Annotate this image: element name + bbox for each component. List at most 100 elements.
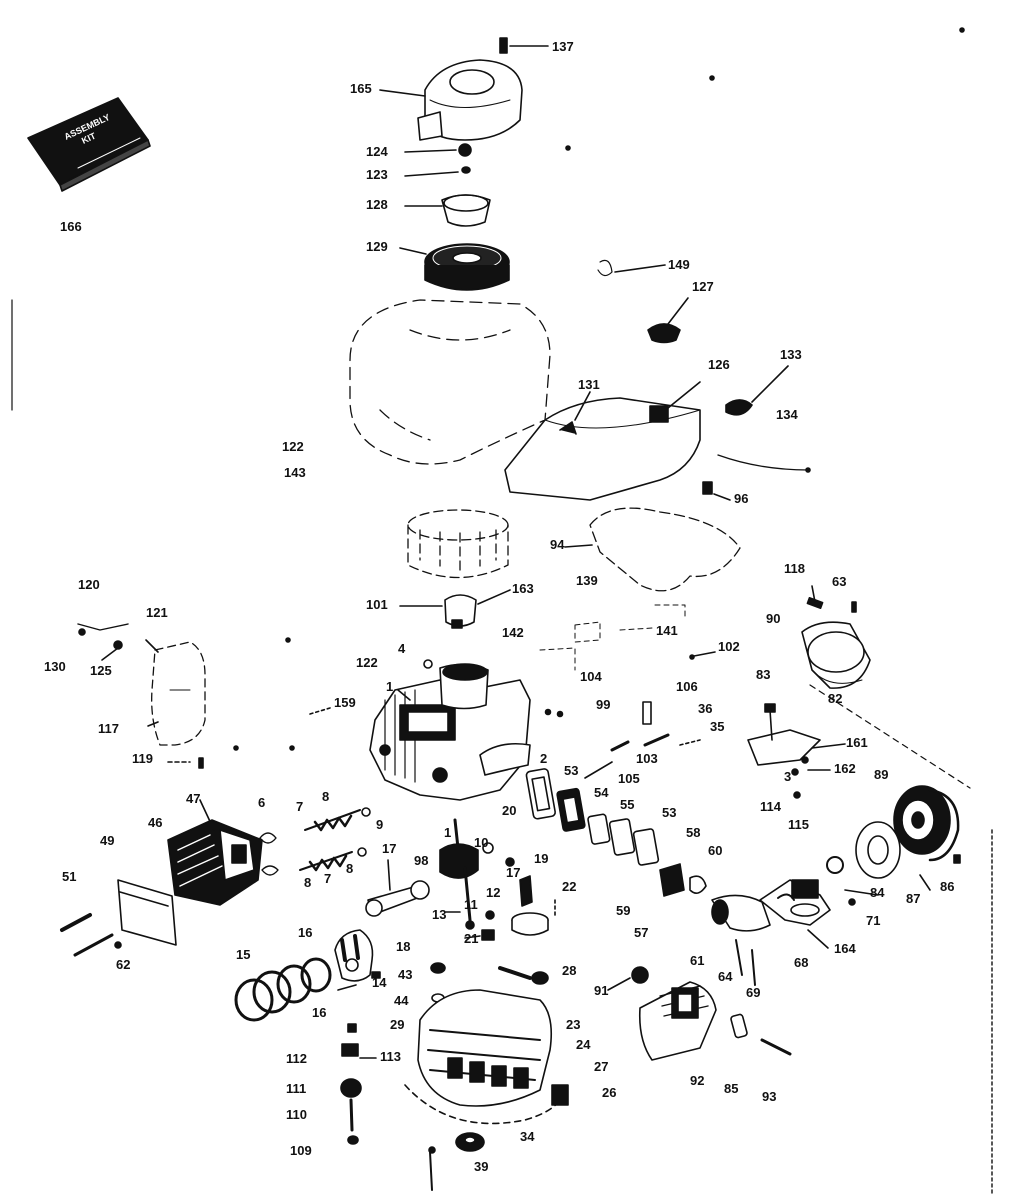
callout-120: 120: [78, 577, 100, 592]
callout-39: 39: [474, 1159, 489, 1174]
piston-rings-part: [234, 957, 332, 1022]
callout-115: 115: [788, 817, 809, 832]
callout-21: 21: [464, 931, 479, 946]
callout-163: 163: [512, 581, 534, 596]
callout-62: 62: [116, 957, 131, 972]
crankcase-base-part: [404, 989, 566, 1125]
callout-126: 126: [708, 357, 730, 372]
callout-134: 134: [776, 407, 798, 422]
callout-131: 131: [578, 377, 600, 392]
callout-18: 18: [396, 939, 411, 954]
callout-36: 36: [698, 701, 713, 716]
callout-27: 27: [594, 1059, 609, 1074]
callout-24: 24: [576, 1037, 591, 1052]
callout-3: 3: [784, 769, 792, 784]
callout-9: 9: [376, 817, 384, 832]
callout-112: 112: [286, 1051, 307, 1066]
callout-109: 109: [290, 1143, 312, 1158]
callout-49: 49: [100, 833, 115, 848]
callout-15: 15: [236, 947, 251, 962]
callout-122-top: 122: [282, 439, 304, 454]
callout-94: 94: [550, 537, 565, 552]
callout-143: 143: [284, 465, 306, 480]
callout-159: 159: [334, 695, 356, 710]
callout-64: 64: [718, 969, 733, 984]
callout-118: 118: [784, 561, 805, 576]
callout-141: 141: [656, 623, 678, 638]
callout-34: 34: [520, 1129, 535, 1144]
callout-91: 91: [594, 983, 609, 998]
callout-84: 84: [870, 885, 885, 900]
callout-1-top: 1: [386, 679, 394, 694]
callout-12: 12: [486, 885, 501, 900]
callout-19: 19: [534, 851, 549, 866]
callout-8-top: 8: [322, 789, 330, 804]
callout-105: 105: [618, 771, 640, 786]
callout-89: 89: [874, 767, 889, 782]
callout-23: 23: [566, 1017, 581, 1032]
callout-96: 96: [734, 491, 749, 506]
callout-114: 114: [760, 799, 781, 814]
starter-cup-part: [893, 785, 960, 862]
callout-17-low: 17: [506, 865, 521, 880]
callout-16-low: 16: [312, 1005, 327, 1020]
callout-20: 20: [502, 803, 517, 818]
crankshaft-part: [439, 818, 479, 930]
fuel-tank-part: [504, 397, 701, 501]
callout-55: 55: [620, 797, 635, 812]
callout-101: 101: [366, 597, 388, 612]
callout-166: 166: [60, 219, 82, 234]
callout-17-top: 17: [382, 841, 397, 856]
callout-119: 119: [132, 751, 153, 766]
callout-82: 82: [828, 691, 843, 706]
piston-part: [334, 929, 374, 982]
callout-149: 149: [668, 257, 690, 272]
callout-125: 125: [90, 663, 112, 678]
callout-58: 58: [686, 825, 701, 840]
callout-1-mid: 1: [444, 825, 452, 840]
callout-106: 106: [676, 679, 698, 694]
callout-60: 60: [708, 843, 723, 858]
callout-133: 133: [780, 347, 802, 362]
callout-54: 54: [594, 785, 609, 800]
callout-16-top: 16: [298, 925, 313, 940]
callout-35: 35: [710, 719, 725, 734]
callout-83: 83: [756, 667, 771, 682]
callout-111: 111: [286, 1081, 307, 1096]
manual-booklet-icon: ASSEMBLY KIT: [27, 97, 151, 192]
callout-117: 117: [98, 721, 119, 736]
engine-block-part: [369, 663, 531, 801]
callout-28: 28: [562, 963, 577, 978]
callout-71: 71: [866, 913, 881, 928]
callout-103: 103: [636, 751, 658, 766]
callout-57: 57: [634, 925, 649, 940]
callout-4: 4: [398, 641, 406, 656]
callout-161: 161: [846, 735, 868, 750]
callout-130: 130: [44, 659, 66, 674]
callout-121: 121: [146, 605, 168, 620]
connecting-rod-part: [365, 880, 430, 917]
air-filter-part: [801, 621, 871, 689]
callout-14: 14: [372, 975, 387, 990]
callout-113: 113: [380, 1049, 401, 1064]
callout-87: 87: [906, 891, 921, 906]
cylinder-head-part: [167, 819, 263, 906]
callout-29: 29: [390, 1017, 405, 1032]
blower-housing-part: [349, 299, 551, 465]
callout-11: 11: [464, 897, 478, 912]
callout-63-top: 63: [832, 574, 847, 589]
callout-123: 123: [366, 167, 388, 182]
callout-8-low: 8: [346, 861, 354, 876]
callout-85: 85: [724, 1081, 739, 1096]
callout-6: 6: [258, 795, 266, 810]
callout-142: 142: [502, 625, 524, 640]
callout-162: 162: [834, 761, 856, 776]
callout-104: 104: [580, 669, 602, 684]
callout-128: 128: [366, 197, 388, 212]
callout-51: 51: [62, 869, 77, 884]
callout-43: 43: [398, 967, 413, 982]
callout-46: 46: [148, 815, 163, 830]
callout-165: 165: [350, 81, 372, 96]
